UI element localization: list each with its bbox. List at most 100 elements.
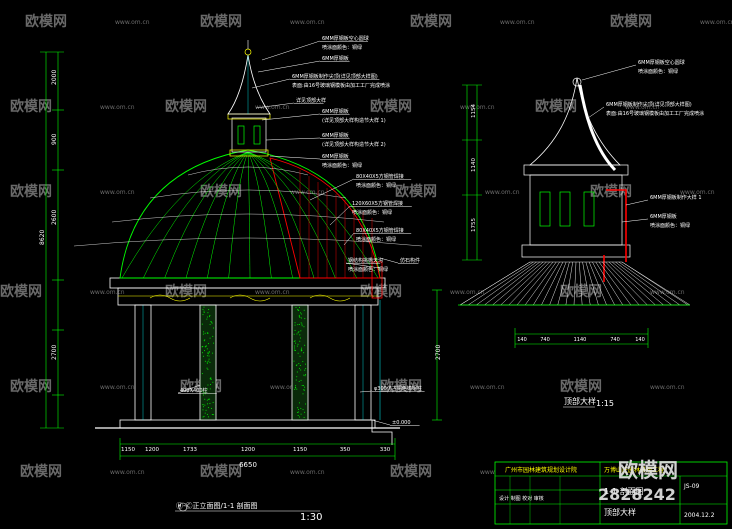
detail-title: 顶部大样 [564,396,596,406]
skirt-line [533,261,560,306]
annotation-label: (详见顶部大样构造节大样 1) [322,117,386,124]
annotation-label: ±0.000 [392,420,411,426]
stone-dot [294,322,296,324]
stone-dot [295,385,297,387]
watermark-brand: 欧模网 [380,378,422,395]
dome-rib [247,151,272,279]
dim-bottom-segment: 1150 [293,447,307,453]
watermark-url: www.om.cn [100,189,135,196]
detail-leader-line [625,199,649,206]
annotation-label: 120X60X5方钢管焊接 [352,200,403,207]
stone-dot [208,358,210,360]
stone-dot [305,374,307,376]
dim-right-columns: 2700 [435,345,442,360]
stone-dot [208,355,210,357]
stone-dot [209,361,211,363]
stone-dot [301,385,303,387]
stone-dot [297,343,299,345]
stone-dot [299,337,301,339]
stone-dot [294,342,296,344]
stone-dot [212,335,214,337]
stone-dot [304,375,306,377]
annotation-label: 喷涂面颜色：铜绿 [348,266,388,273]
stone-dot [298,331,300,333]
stone-dot [202,416,204,418]
watermark-brand: 欧模网 [10,378,52,395]
stone-dot [293,333,295,335]
stone-dot [207,368,209,370]
detail-leader-line [581,64,637,81]
stone-dot [204,346,206,348]
stone-dot [299,316,301,318]
tb-sheet-name: 1-1 剖面图 [604,486,644,496]
watermark-url: www.om.cn [485,189,520,196]
detail-dim-1: 1154 [471,104,477,118]
skirt-line [565,261,573,306]
detail-dim-segment: 740 [540,337,550,343]
annotation-leaders [177,40,425,426]
annotation-label: 6MM厚钢板 [322,55,349,62]
leader-line [309,178,355,201]
stone-dot [204,404,206,406]
dome-ribs [121,151,379,279]
watermark-url: www.om.cn [290,189,325,196]
stone-dot [203,392,205,394]
right-section-wall [371,300,393,445]
stone-dot [293,340,295,342]
stone-dot [303,388,305,390]
stone-dot [303,389,305,391]
skirt-line [549,261,567,306]
detail-spire [528,77,621,166]
dome-rib [247,151,379,279]
stone-dot [204,360,206,362]
spire [227,40,271,115]
stone-dot [205,409,207,411]
stone-dot [294,349,296,351]
skirt-line [585,261,599,306]
detail-base-skirt [459,261,691,306]
skirt-line [557,261,570,306]
skirt-line [592,261,615,306]
stone-dot [203,310,205,312]
dome-ring [187,166,309,176]
stone-dot [298,408,300,410]
stone-dot [206,403,208,405]
gutter-section [371,261,383,299]
detail-leader-line [621,218,649,223]
annotation-label: 6MM厚钢板 [322,132,349,139]
stone-dot [297,309,299,311]
dome-rib [247,151,251,279]
dim-bottom-segment: 1733 [183,447,197,453]
column-stone-texture [201,306,307,418]
stone-dot [298,411,300,413]
stone-dot [304,318,306,320]
leader-line [345,262,381,269]
stone-dot [208,316,210,318]
stone-dot [303,374,305,376]
leader-line [343,232,355,246]
annotation-label: 喷涂面颜色：铜绿 [322,162,362,169]
stone-dot [302,393,304,395]
watermark-url: www.om.cn [650,384,685,391]
stone-dot [203,331,205,333]
leader-line [371,419,391,426]
dome-ring [73,237,423,247]
stone-dot [300,313,302,315]
stone-dot [203,312,205,314]
skirt-line [618,261,680,306]
stone-dot [212,342,214,344]
dim-left-spire: 2000 [51,70,58,85]
skirt-line [500,261,547,306]
stone-dot [202,314,204,316]
watermark-url: www.om.cn [290,19,325,26]
stone-dot [202,404,204,406]
stone-dot [294,347,296,349]
stone-dot [299,365,301,367]
dim-left-total: 8620 [39,230,46,245]
skirt-line [541,261,564,306]
stone-dot [209,378,211,380]
skirt-line [524,261,557,306]
stone-dot [304,386,306,388]
stone-dot [212,402,214,404]
